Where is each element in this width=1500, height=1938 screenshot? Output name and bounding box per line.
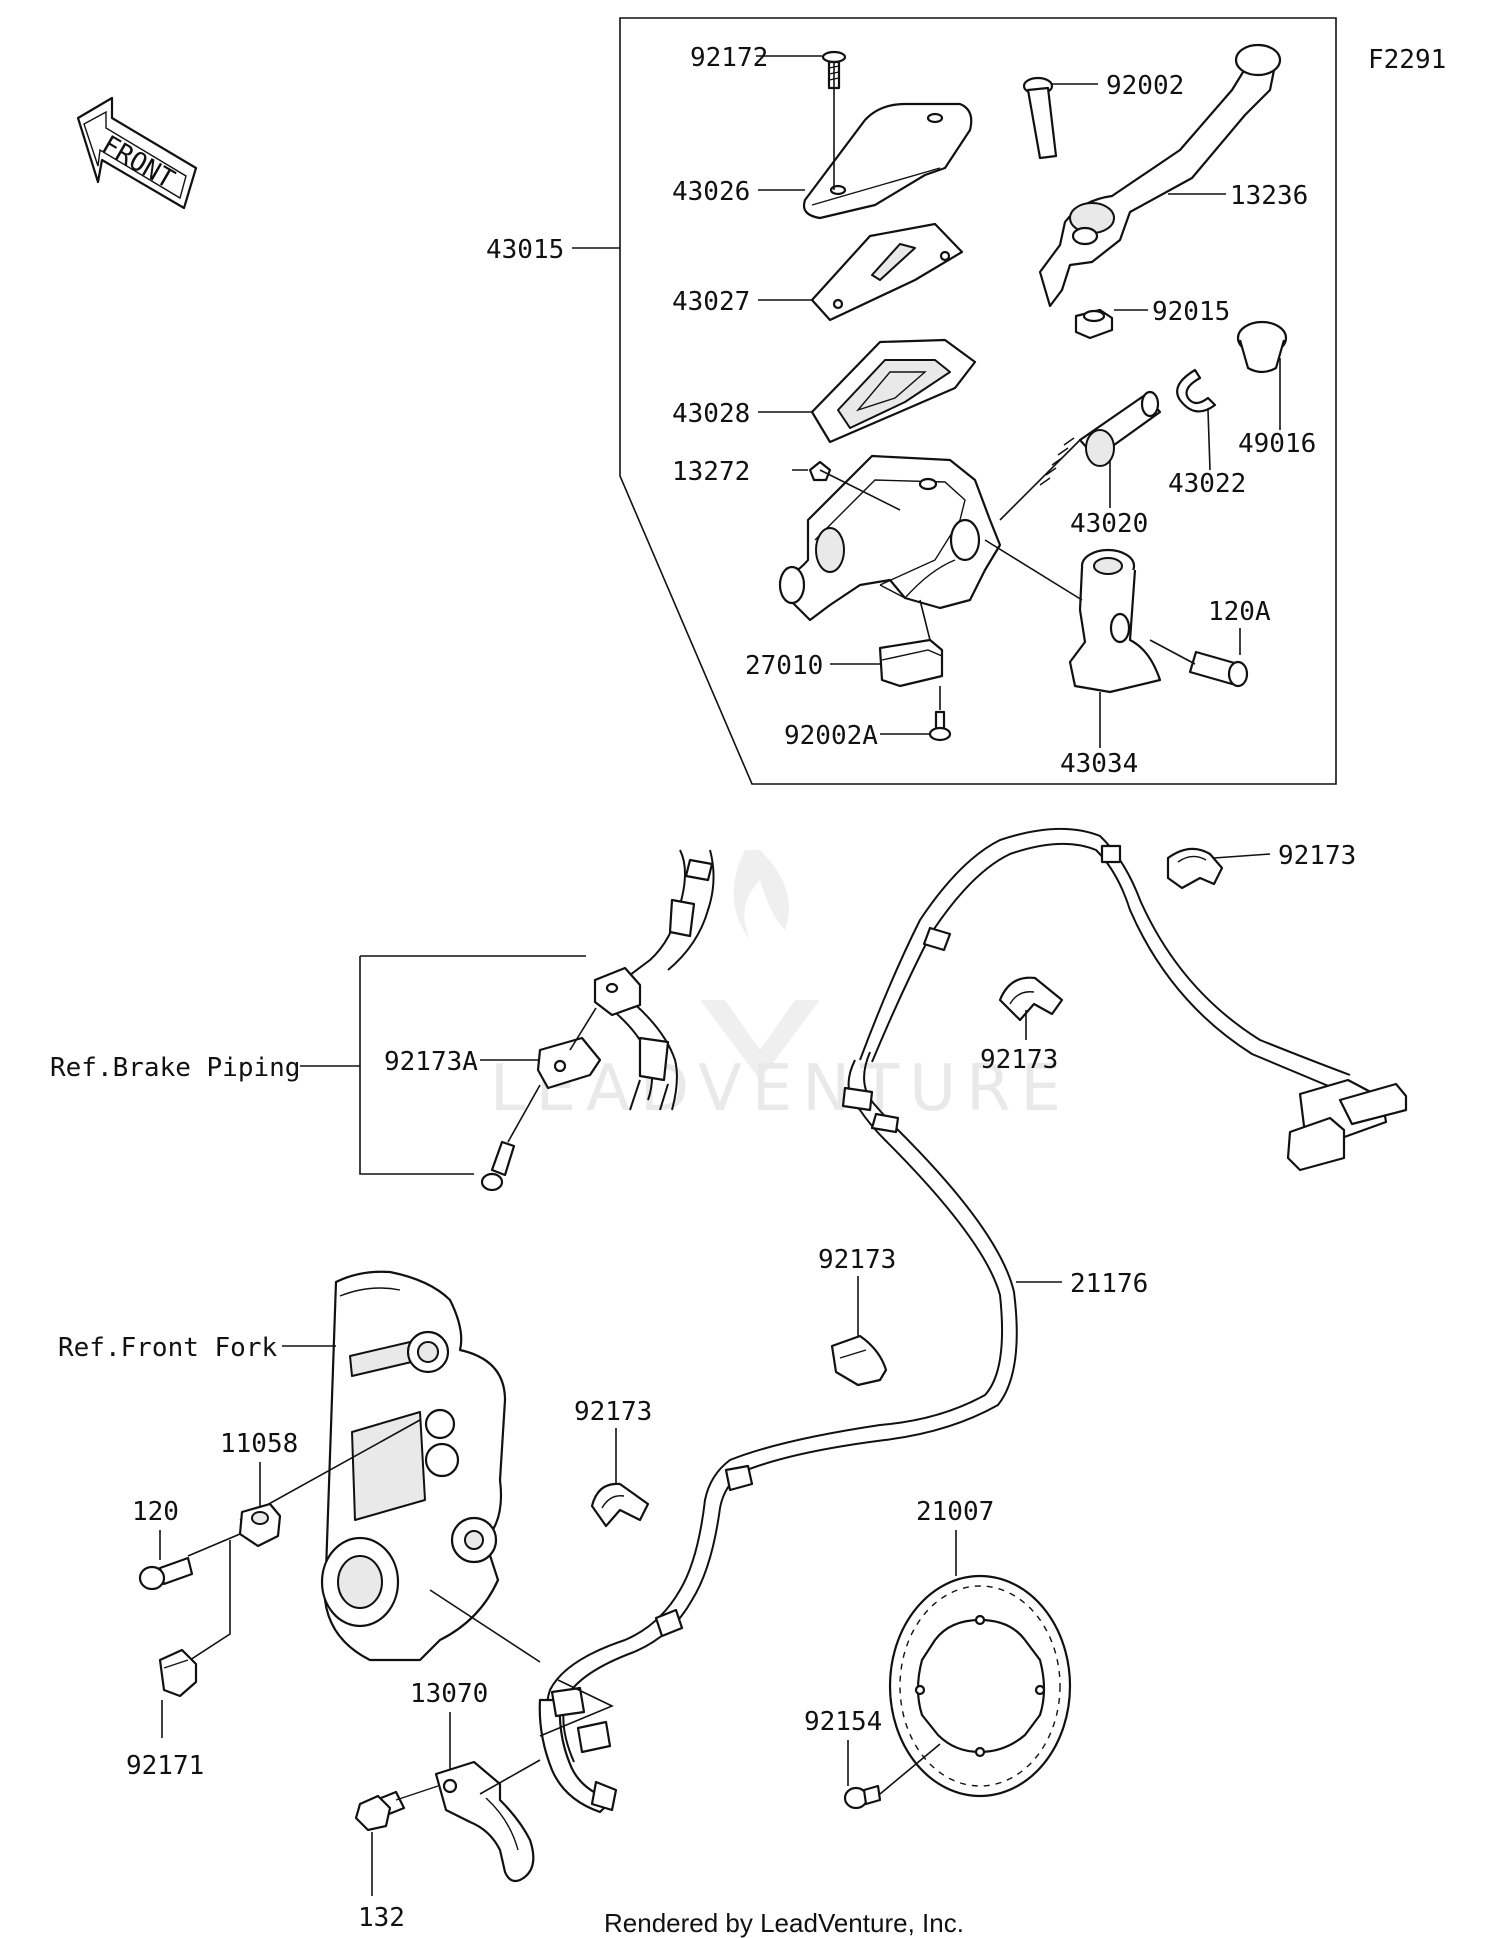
part-13272-screw[interactable] xyxy=(808,460,832,482)
part-120A-bolt[interactable] xyxy=(1188,650,1249,688)
part-43026-reservoir-cap[interactable] xyxy=(802,102,973,220)
part-92154-screw[interactable] xyxy=(843,1784,882,1810)
watermark-logo: LEADVENTURE xyxy=(490,850,1061,1126)
leader-lines-bracket xyxy=(371,1712,541,1896)
label-92173A: 92173A xyxy=(384,1047,478,1077)
label-120A: 120A xyxy=(1208,597,1271,627)
label-21007: 21007 xyxy=(916,1497,994,1527)
part-92173-clamp-middle[interactable] xyxy=(830,1334,888,1387)
label-43026: 43026 xyxy=(672,177,750,207)
label-43020: 43020 xyxy=(1070,509,1148,539)
front-arrow-icon: FRONT xyxy=(76,96,198,210)
label-92002A: 92002A xyxy=(784,721,878,751)
label-13070: 13070 xyxy=(410,1679,488,1709)
part-43028-diaphragm[interactable] xyxy=(810,338,977,444)
ref-front-fork: Ref.Front Fork xyxy=(58,1333,277,1363)
label-120: 120 xyxy=(132,1497,179,1527)
label-92173-lower: 92173 xyxy=(574,1397,652,1427)
label-92173-upper: 92173 xyxy=(980,1045,1058,1075)
part-43034-clamp[interactable] xyxy=(1068,548,1162,694)
leader-lines-fork xyxy=(187,1345,614,1737)
part-master-cylinder-body[interactable] xyxy=(778,454,1002,622)
label-13272: 13272 xyxy=(672,457,750,487)
leader-lines-92173 xyxy=(615,853,1271,1484)
leader-lines-rotor xyxy=(847,1530,957,1795)
label-92171: 92171 xyxy=(126,1751,204,1781)
ref-brake-piping: Ref.Brake Piping xyxy=(50,1053,300,1083)
part-13236-lever[interactable] xyxy=(1038,43,1282,308)
assembly-box xyxy=(619,17,1337,785)
part-brake-bolt[interactable] xyxy=(480,1140,516,1192)
label-21176: 21176 xyxy=(1070,1269,1148,1299)
label-43015: 43015 xyxy=(486,235,564,265)
part-92015-nut[interactable] xyxy=(1074,308,1114,340)
leader-lines-brake xyxy=(300,955,597,1175)
label-43022: 43022 xyxy=(1168,469,1246,499)
label-92173-middle: 92173 xyxy=(818,1245,896,1275)
label-43028: 43028 xyxy=(672,399,750,429)
part-92002-pivot-bolt[interactable] xyxy=(1022,76,1058,160)
part-92173-clamp-upper[interactable] xyxy=(998,976,1064,1022)
label-43027: 43027 xyxy=(672,287,750,317)
label-92173-top: 92173 xyxy=(1278,841,1356,871)
footer-credit: Rendered by LeadVenture, Inc. xyxy=(604,1908,964,1938)
label-92002: 92002 xyxy=(1106,71,1184,101)
part-11058-collar[interactable] xyxy=(238,1502,282,1548)
leader-lines-upper xyxy=(572,55,1281,748)
label-11058: 11058 xyxy=(220,1429,298,1459)
ref-front-fork-leg xyxy=(320,1270,507,1662)
label-43034: 43034 xyxy=(1060,749,1138,779)
part-43027-diaphragm-plate[interactable] xyxy=(810,222,964,322)
part-92173-clamp-lower[interactable] xyxy=(590,1482,650,1528)
label-132: 132 xyxy=(358,1903,405,1933)
diagram-code: F2291 xyxy=(1368,45,1446,75)
part-13070-bracket[interactable] xyxy=(434,1760,535,1883)
label-92154: 92154 xyxy=(804,1707,882,1737)
label-49016: 49016 xyxy=(1238,429,1316,459)
part-92173-clamp-top-right[interactable] xyxy=(1166,847,1224,890)
part-49016-dust-boot[interactable] xyxy=(1236,320,1288,374)
label-27010: 27010 xyxy=(745,651,823,681)
part-21007-sensor-rotor[interactable] xyxy=(888,1574,1072,1798)
part-27010-brake-switch[interactable] xyxy=(878,638,944,688)
label-13236: 13236 xyxy=(1230,181,1308,211)
part-92002A-screw[interactable] xyxy=(928,710,952,742)
label-92172: 92172 xyxy=(690,43,768,73)
label-92015: 92015 xyxy=(1152,297,1230,327)
part-brake-hose-clamp[interactable] xyxy=(593,966,642,1017)
part-120-bolt[interactable] xyxy=(138,1556,194,1591)
part-43022-circlip[interactable] xyxy=(1176,368,1217,413)
part-132-bolt[interactable] xyxy=(354,1785,439,1832)
part-43020-piston-spring[interactable] xyxy=(1039,390,1162,486)
brake-piping-hose xyxy=(599,849,715,1111)
part-92171-clip[interactable] xyxy=(158,1648,198,1698)
leader-lines-fork-parts xyxy=(159,1462,261,1738)
part-92173A-bracket[interactable] xyxy=(536,1036,602,1090)
